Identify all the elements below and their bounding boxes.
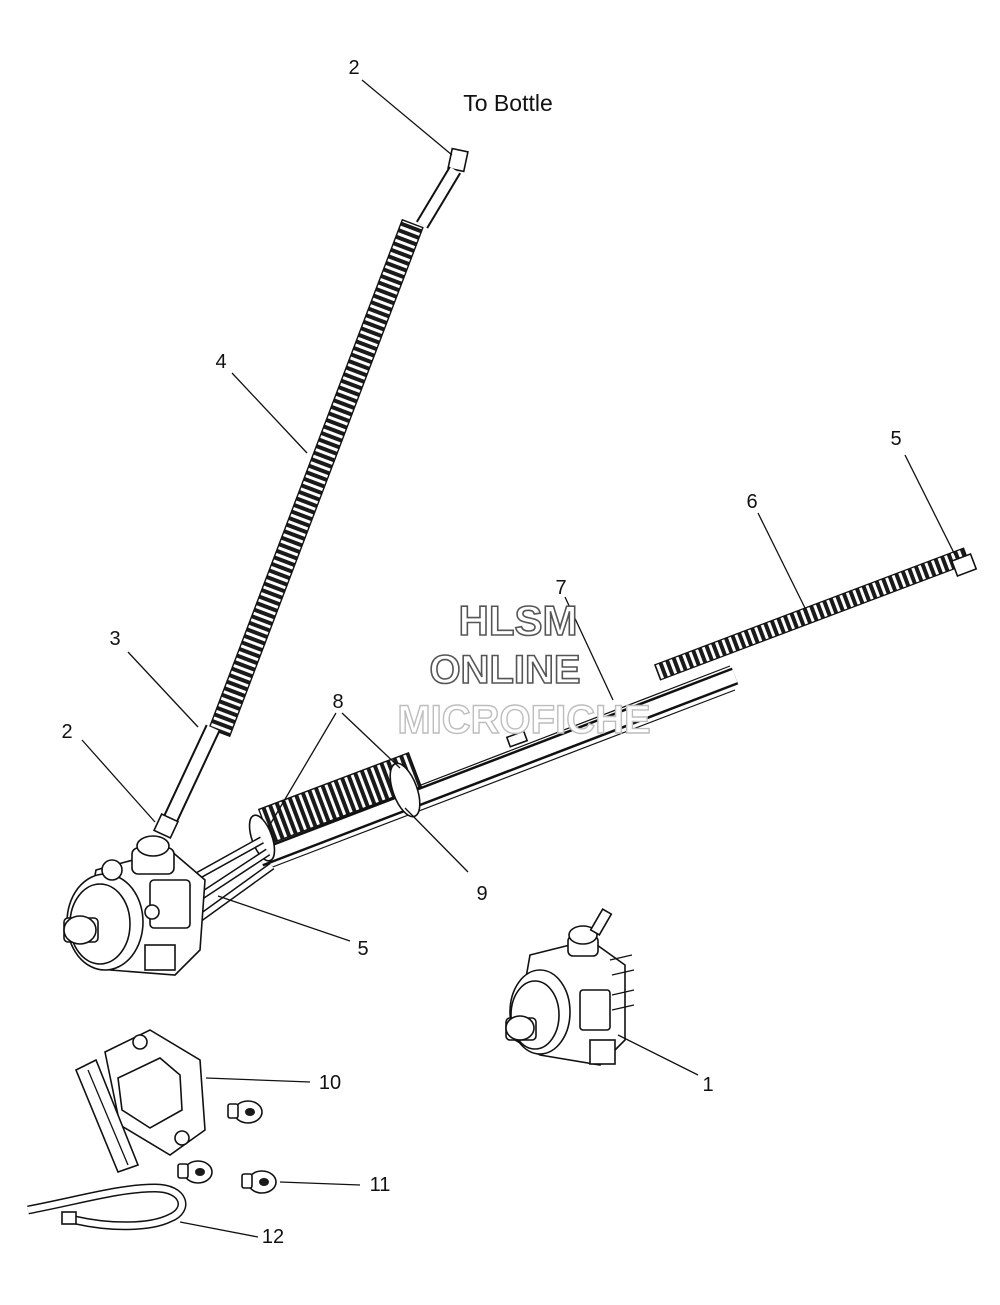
callout-3: 3 bbox=[109, 628, 120, 650]
pump-assembly-installed bbox=[63, 835, 206, 976]
to-bottle-note: To Bottle bbox=[463, 90, 553, 116]
callout-8: 8 bbox=[332, 691, 343, 713]
callout-5-bottom: 5 bbox=[357, 938, 368, 960]
callout-9: 9 bbox=[476, 883, 487, 905]
watermark: HLSM ONLINE MICROFICHE bbox=[397, 596, 652, 743]
watermark-line3: MICROFICHE bbox=[397, 698, 650, 742]
callout-7: 7 bbox=[555, 577, 566, 599]
cable-tie-part-12 bbox=[27, 1183, 187, 1231]
leader-lines bbox=[81, 79, 956, 1238]
watermark-line1: HLSM bbox=[459, 597, 578, 644]
bracket-part-10 bbox=[74, 1029, 206, 1174]
pump-part-1 bbox=[505, 908, 635, 1066]
watermark-line2: ONLINE bbox=[429, 648, 580, 692]
upper-hose-assembly bbox=[152, 147, 469, 840]
callout-2-top: 2 bbox=[348, 57, 359, 79]
callout-2-left: 2 bbox=[61, 721, 72, 743]
screws-part-11 bbox=[177, 1100, 277, 1194]
callout-10: 10 bbox=[319, 1072, 341, 1094]
long-hose-assembly bbox=[188, 547, 978, 922]
callout-1: 1 bbox=[702, 1074, 713, 1096]
callout-4: 4 bbox=[215, 351, 226, 373]
callout-5-right: 5 bbox=[890, 428, 901, 450]
callout-6: 6 bbox=[746, 491, 757, 513]
callout-12: 12 bbox=[262, 1226, 284, 1248]
callout-11: 11 bbox=[370, 1174, 391, 1196]
